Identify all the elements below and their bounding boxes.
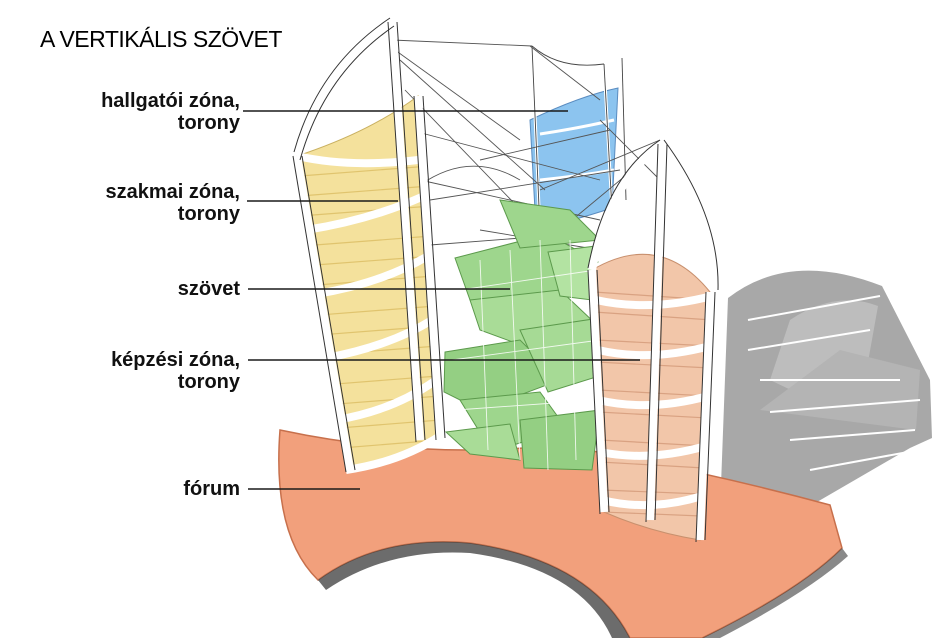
label-forum: fórum — [183, 478, 240, 500]
diagram-title: A VERTIKÁLIS SZÖVET — [40, 26, 282, 52]
peach-tower — [587, 139, 719, 543]
label-student-zone: hallgatói zóna, torony — [101, 90, 240, 134]
label-professional-zone: szakmai zóna, torony — [105, 181, 240, 225]
cast-shadow — [720, 270, 932, 520]
label-training-zone: képzési zóna, torony — [111, 349, 240, 393]
label-fabric: szövet — [177, 278, 240, 300]
yellow-tower — [292, 17, 446, 474]
leader-lines — [243, 110, 640, 490]
green-fabric — [443, 199, 613, 471]
blue-tower — [529, 44, 628, 231]
